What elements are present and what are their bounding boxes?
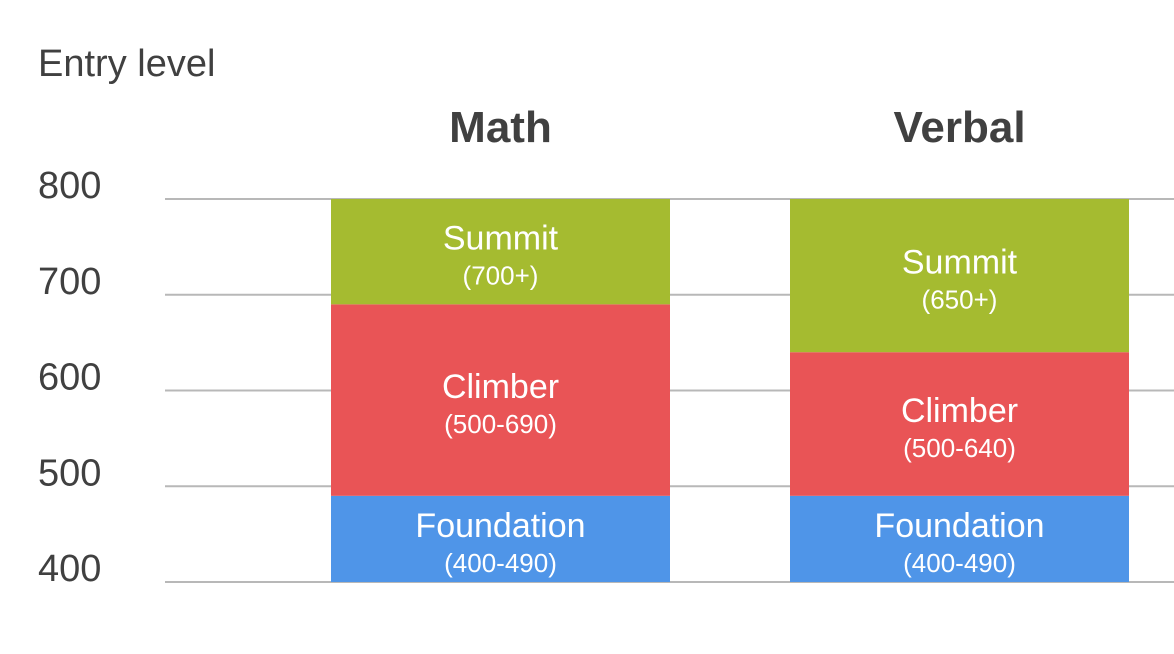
segment-range-label: (500-690) [444, 409, 557, 439]
y-axis-title: Entry level [38, 43, 215, 85]
bar-segment-climber [331, 304, 670, 496]
segment-label: Summit [902, 244, 1018, 282]
category-label: Verbal [893, 103, 1025, 152]
segment-range-label: (500-640) [903, 433, 1016, 463]
stacked-bars: Foundation(400-490)Climber(500-690)Summi… [331, 199, 1129, 582]
y-tick-label: 700 [38, 261, 101, 303]
bar-segment-foundation [790, 495, 1129, 582]
y-tick-label: 500 [38, 452, 101, 494]
y-tick-labels: 400 500 600 700 800 [38, 165, 101, 590]
y-tick-label: 800 [38, 165, 101, 207]
segment-label: Summit [443, 220, 559, 258]
bar-segment-foundation [331, 495, 670, 582]
segment-range-label: (400-490) [903, 548, 1016, 578]
segment-range-label: (400-490) [444, 548, 557, 578]
segment-label: Climber [442, 368, 559, 406]
segment-range-label: (700+) [463, 261, 539, 291]
y-tick-label: 400 [38, 548, 101, 590]
segment-label: Foundation [415, 507, 585, 545]
bar-segment-summit [331, 199, 670, 305]
bar-segment-climber [790, 352, 1129, 496]
segment-label: Climber [901, 392, 1018, 430]
bar-segment-summit [790, 199, 1129, 353]
category-label: Math [449, 103, 552, 152]
segment-label: Foundation [874, 507, 1044, 545]
y-tick-label: 600 [38, 357, 101, 399]
segment-range-label: (650+) [922, 285, 998, 315]
category-labels: Math Verbal [449, 103, 1025, 152]
